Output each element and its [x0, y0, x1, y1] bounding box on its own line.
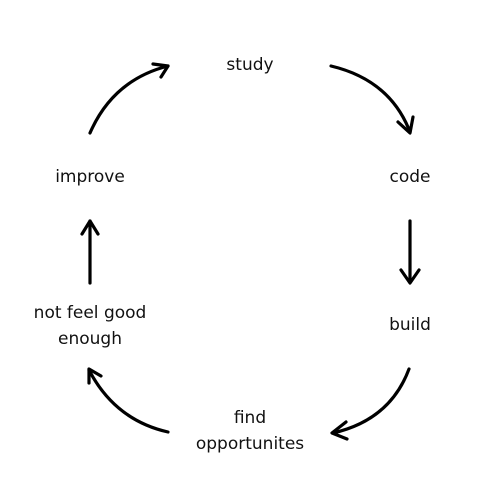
arrow-not-feel-good-to-improve [80, 219, 100, 285]
node-code-label: code [389, 167, 431, 187]
node-study-label: study [226, 55, 274, 75]
node-study: study [226, 52, 273, 78]
arrow-improve-to-study [88, 62, 170, 135]
node-build: build [389, 312, 431, 338]
node-find-opportunites: find opportunites [196, 405, 304, 457]
node-find-line2: opportunites [195, 434, 305, 454]
node-improve: improve [55, 164, 125, 190]
node-not-feel-good-line2: enough [58, 329, 122, 349]
node-build-label: build [389, 315, 431, 335]
arrow-study-to-code [329, 64, 415, 135]
node-code: code [390, 164, 431, 190]
node-find-line1: find [233, 408, 267, 428]
arrow-find-to-not-feel-good [87, 367, 170, 434]
arrow-code-to-build [399, 219, 421, 285]
node-not-feel-good-enough: not feel good enough [34, 300, 147, 352]
node-not-feel-good-line1: not feel good [33, 303, 147, 323]
arrow-build-to-find [330, 367, 411, 441]
node-improve-label: improve [55, 167, 125, 187]
